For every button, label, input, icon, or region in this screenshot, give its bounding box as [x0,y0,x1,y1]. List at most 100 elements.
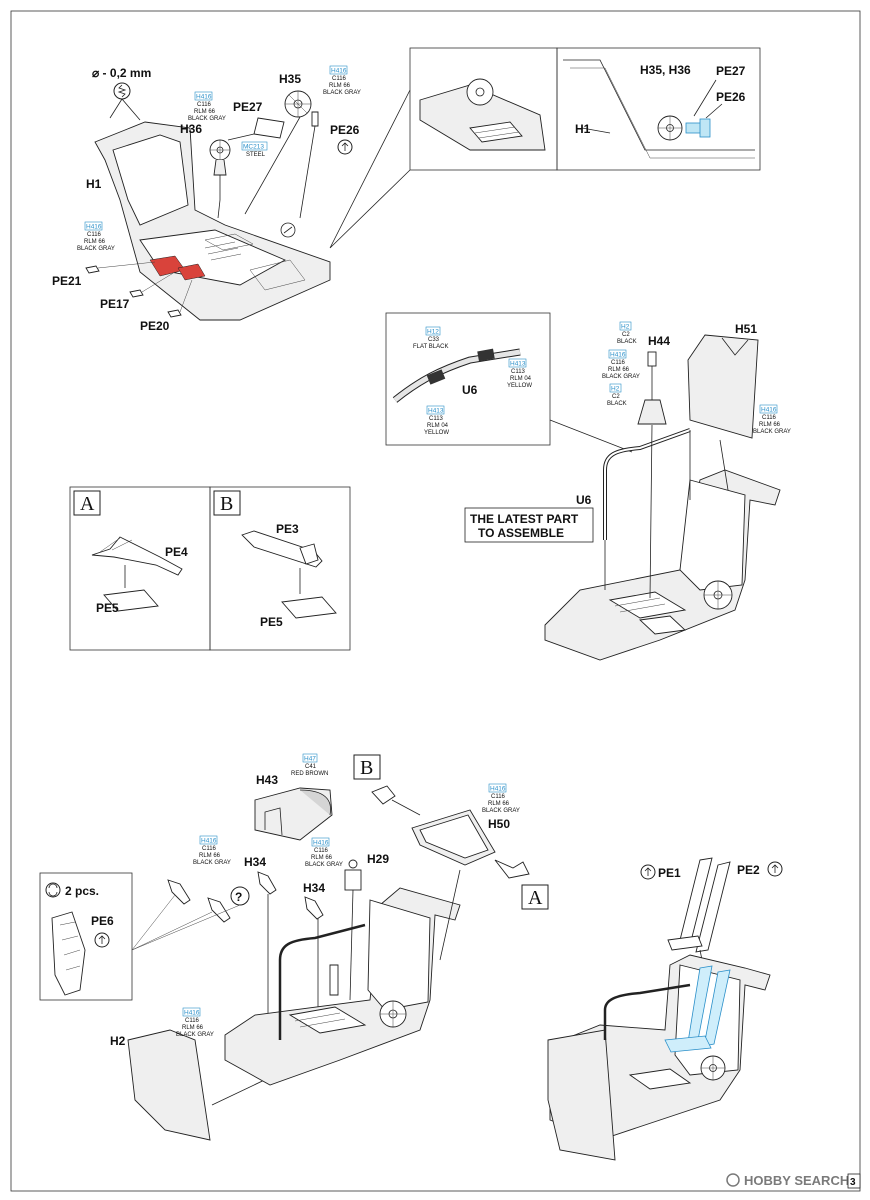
pe6-option-box [39,872,133,1001]
h34-option-lever-1 [167,879,191,905]
svg-text:BLACK GRAY: BLACK GRAY [323,90,361,96]
pe20-part [167,309,182,318]
pe27-label: PE27 [233,100,263,114]
subassembly-a-letter: A [80,493,95,515]
svg-text:C116: C116 [332,76,347,82]
detail-b-drawing [563,59,755,159]
drill-icon [113,82,131,100]
question-icon: ? [230,886,250,906]
h35-trim-wheel [284,90,312,118]
svg-text:STEEL: STEEL [246,152,266,158]
svg-text:RLM 66: RLM 66 [84,239,106,245]
pe3-belt [241,530,323,568]
svg-text:C116: C116 [202,846,217,852]
h36-trim-wheel [209,139,231,200]
bend-up-icon-pe2 [767,861,783,877]
h43-bot-color-code: H416 C116 RLM 66 BLACK GRAY [305,837,343,868]
subassembly-a: A PE4 PE5 [69,486,211,651]
svg-text:C116: C116 [87,232,102,238]
u6-detail-label: U6 [462,383,478,397]
pe17-part [129,289,144,298]
svg-text:RLM 04: RLM 04 [427,423,449,429]
svg-text:H416: H416 [201,838,217,845]
h51-color-code: H416 C116 RLM 66 BLACK GRAY [753,404,791,435]
ref-a-box [521,884,549,910]
step4-cockpit-tub [547,954,771,1161]
h50-label: H50 [488,817,510,831]
pe17-label: PE17 [100,297,130,311]
subassembly-b: B PE3 PE5 [209,486,351,651]
detail-a-drawing [419,78,546,151]
step2-assembly: H12 C33 FLAT BLACK H413 C113 RLM 04 YELL… [385,312,791,661]
pe26-highlight [699,118,711,138]
h34-label-b: H34 [303,881,325,895]
svg-text:C116: C116 [314,848,329,854]
detail-h1-label: H1 [575,122,591,136]
svg-text:H47: H47 [304,756,316,763]
detail-pe27-label: PE27 [716,64,746,78]
h35-label: H35 [279,72,301,86]
latest-part-note-line2: TO ASSEMBLE [478,526,564,540]
pe27-color-code: MC213 STEEL [241,141,268,158]
svg-text:C116: C116 [611,360,626,366]
h36-label: H36 [180,122,202,136]
h2-color-code: H416 C116 RLM 66 BLACK GRAY [176,1007,214,1038]
svg-text:RLM 66: RLM 66 [488,801,510,807]
svg-text:H2: H2 [621,324,630,331]
step3-assembly: H43 H47 C41 RED BROWN H416 C116 RLM 66 B… [39,753,549,1141]
svg-text:H416: H416 [610,352,626,359]
h50-color-code: H416 C116 RLM 66 BLACK GRAY [482,783,520,814]
pe5-label-b: PE5 [260,615,283,629]
svg-text:BLACK GRAY: BLACK GRAY [753,429,791,435]
svg-text:RLM 66: RLM 66 [329,83,351,89]
svg-text:C116: C116 [762,415,777,421]
svg-text:C116: C116 [185,1018,200,1024]
svg-text:RLM 66: RLM 66 [182,1025,204,1031]
svg-text:MC213: MC213 [243,144,264,151]
svg-text:RED BROWN: RED BROWN [291,771,328,777]
ref-b-letter: B [360,757,373,779]
svg-text:H416: H416 [184,1010,200,1017]
pe1-pe2-belts [667,857,731,953]
svg-text:BLACK GRAY: BLACK GRAY [188,116,226,122]
subassembly-b-letter: B [220,493,233,515]
hobby-search-watermark: HOBBY SEARCH [744,1173,849,1188]
h34-option-lever-2 [207,897,231,923]
svg-text:RLM 66: RLM 66 [199,853,221,859]
svg-text:BLACK: BLACK [617,339,637,345]
step1-assembly: ⌀ - 0,2 mm H1 H416 C116 RLM 66 BLACK GRA… [52,47,761,333]
h51-label: H51 [735,322,757,336]
svg-text:C116: C116 [491,794,506,800]
svg-text:RLM 04: RLM 04 [510,376,532,382]
question-mark: ? [235,890,242,904]
bend-up-icon-pe6 [94,932,110,948]
footer: HOBBY SEARCH 3 [726,1173,861,1189]
h50-seat-pan [411,809,496,866]
u6-pipe-detail [392,348,521,403]
step4-assembly: PE1 PE2 [547,857,783,1161]
pe5-pad-a [103,589,159,612]
pe6-pedal-strap [51,911,86,996]
svg-text:C2: C2 [622,332,630,338]
svg-text:H413: H413 [428,408,444,415]
svg-text:BLACK GRAY: BLACK GRAY [305,862,343,868]
svg-text:YELLOW: YELLOW [507,383,532,389]
h43-top-color-code: H47 C41 RED BROWN [291,753,328,777]
svg-text:RLM 66: RLM 66 [608,367,630,373]
svg-text:C113: C113 [511,369,526,375]
svg-text:H416: H416 [331,68,347,75]
detail-pe26-label: PE26 [716,90,746,104]
detail-h35-h36-label: H35, H36 [640,63,691,77]
u6-detail-frame [385,312,551,446]
h44-label: H44 [648,334,670,348]
h44-bot-color-code: H2 C2 BLACK [607,383,627,407]
h44-mid-color-code: H416 C116 RLM 66 BLACK GRAY [602,349,640,380]
pe1-label: PE1 [658,866,681,880]
u6-left-color-code: H413 C113 RLM 04 YELLOW [424,405,449,436]
page-border [10,10,861,1192]
u6-pipe-part [603,428,691,540]
ref-a-letter: A [528,887,543,909]
svg-text:BLACK GRAY: BLACK GRAY [193,860,231,866]
belt-a-part [494,859,530,879]
pe26-label: PE26 [330,123,360,137]
